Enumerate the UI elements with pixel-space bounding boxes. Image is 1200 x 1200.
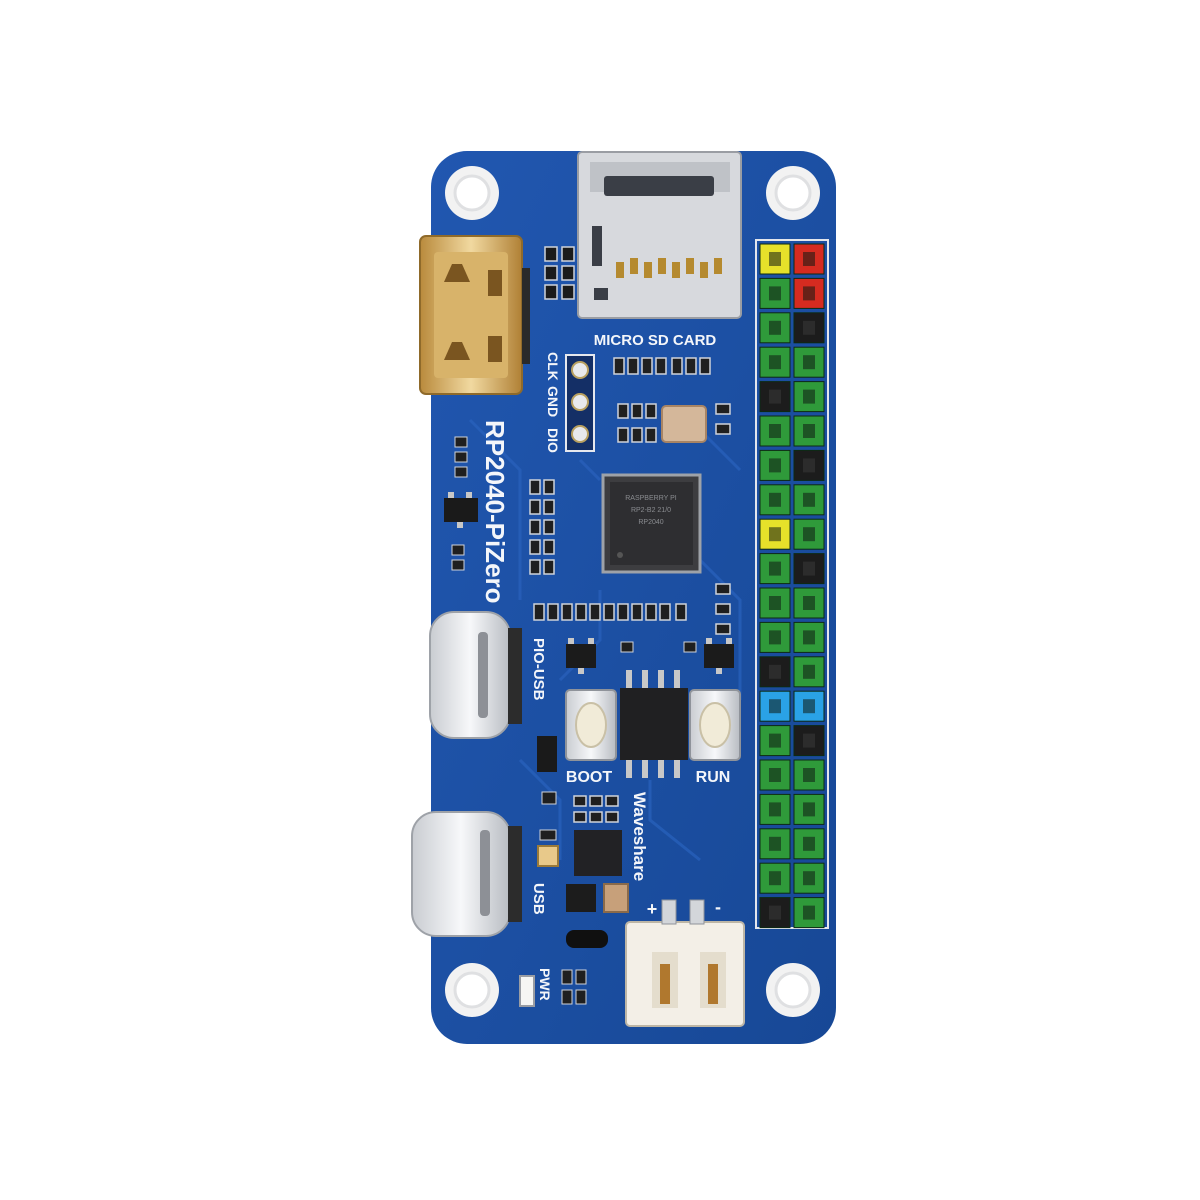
passive-components-top bbox=[613, 357, 731, 443]
resistor-array bbox=[544, 246, 575, 300]
pwr-label: PWR bbox=[537, 968, 553, 1001]
gpio-pin-socket bbox=[803, 355, 815, 370]
gpio-pin-socket bbox=[769, 664, 781, 679]
gpio-pin-socket bbox=[803, 905, 815, 920]
chip-marking-3: RP2040 bbox=[638, 519, 663, 526]
gpio-pin-socket bbox=[803, 458, 815, 473]
gpio-pin-socket bbox=[803, 252, 815, 266]
clk-label: CLK bbox=[545, 352, 561, 381]
gpio-pin-socket bbox=[769, 836, 781, 851]
sd-card-label: MICRO SD CARD bbox=[594, 332, 717, 349]
gpio-pin bbox=[759, 415, 791, 447]
usb-label: USB bbox=[530, 883, 547, 915]
debug-header bbox=[565, 354, 595, 452]
gpio-pin-socket bbox=[769, 733, 781, 748]
gpio-pin-socket bbox=[803, 527, 815, 542]
gpio-pin-socket bbox=[769, 252, 781, 266]
gpio-pin-socket bbox=[769, 492, 781, 507]
board-name-label: RP2040-PiZero bbox=[480, 420, 510, 604]
gpio-pin-socket bbox=[803, 424, 815, 438]
run-button[interactable] bbox=[689, 689, 741, 761]
gpio-header bbox=[759, 243, 825, 929]
gpio-pin-socket bbox=[803, 836, 815, 851]
gpio-pin-socket bbox=[769, 458, 781, 473]
gpio-pin-socket bbox=[769, 389, 781, 404]
run-label: RUN bbox=[696, 769, 731, 786]
dio-label: DIO bbox=[545, 428, 561, 453]
flash-memory-chip bbox=[620, 670, 688, 778]
boot-button[interactable] bbox=[565, 689, 617, 761]
power-components bbox=[519, 791, 629, 1007]
regulator-components bbox=[444, 436, 478, 571]
gpio-pin-socket bbox=[769, 355, 781, 370]
gpio-pin-socket bbox=[769, 286, 781, 301]
micro-sd-card-slot bbox=[577, 151, 742, 319]
gpio-pin-socket bbox=[769, 527, 781, 542]
gpio-pin-socket bbox=[803, 561, 815, 576]
gpio-pin bbox=[759, 759, 791, 791]
battery-plus-label: + bbox=[647, 899, 658, 919]
gpio-pin-socket bbox=[803, 699, 815, 714]
chip-marking-2: RP2-B2 21/0 bbox=[631, 507, 671, 514]
gpio-pin-socket bbox=[803, 664, 815, 679]
pio-usb-label: PIO-USB bbox=[530, 638, 547, 701]
boot-label: BOOT bbox=[566, 769, 612, 786]
gpio-pin-socket bbox=[769, 561, 781, 576]
gpio-pin-socket bbox=[803, 733, 815, 748]
gpio-pin-socket bbox=[769, 768, 781, 782]
crystal-oscillator bbox=[661, 405, 707, 443]
gpio-pin-socket bbox=[803, 871, 815, 886]
mounting-holes bbox=[445, 166, 820, 1017]
transistors bbox=[566, 638, 734, 674]
gpio-pin-socket bbox=[803, 286, 815, 301]
battery-connector bbox=[625, 899, 745, 1027]
gnd-label: GND bbox=[545, 386, 561, 417]
gpio-pin bbox=[793, 793, 825, 825]
mini-hdmi-connector bbox=[419, 235, 530, 395]
usb-c-connector-power bbox=[411, 811, 522, 937]
gpio-pin-socket bbox=[769, 699, 781, 714]
gpio-pin bbox=[759, 621, 791, 653]
gpio-pin-socket bbox=[769, 320, 781, 335]
gpio-pin-socket bbox=[803, 389, 815, 404]
gpio-pin-socket bbox=[803, 768, 815, 782]
gpio-pin-socket bbox=[769, 596, 781, 610]
pcb-board bbox=[431, 151, 836, 1044]
rp2040-chip: RASPBERRY PI RP2-B2 21/0 RP2040 bbox=[601, 473, 702, 574]
usb-c-connector-pio bbox=[429, 611, 522, 739]
chip-marking-1: RASPBERRY PI bbox=[625, 495, 677, 502]
gpio-pin bbox=[793, 621, 825, 653]
diode bbox=[537, 736, 557, 772]
gpio-pin-socket bbox=[769, 871, 781, 886]
battery-minus-label: - bbox=[715, 897, 721, 917]
gpio-pin-socket bbox=[803, 596, 815, 610]
brand-label: Waveshare bbox=[630, 792, 649, 881]
gpio-pin-socket bbox=[803, 630, 815, 645]
pcb-traces bbox=[468, 418, 742, 862]
gpio-pin-socket bbox=[769, 905, 781, 920]
gpio-pin-socket bbox=[803, 492, 815, 507]
gpio-pin-socket bbox=[769, 802, 781, 817]
gpio-pin-socket bbox=[803, 802, 815, 817]
passive-components-left bbox=[529, 479, 555, 575]
gpio-pin-socket bbox=[769, 630, 781, 645]
passive-components-row bbox=[533, 583, 731, 635]
gpio-header-outline bbox=[755, 239, 829, 929]
gpio-pin-socket bbox=[803, 320, 815, 335]
gpio-pin-socket bbox=[769, 424, 781, 438]
